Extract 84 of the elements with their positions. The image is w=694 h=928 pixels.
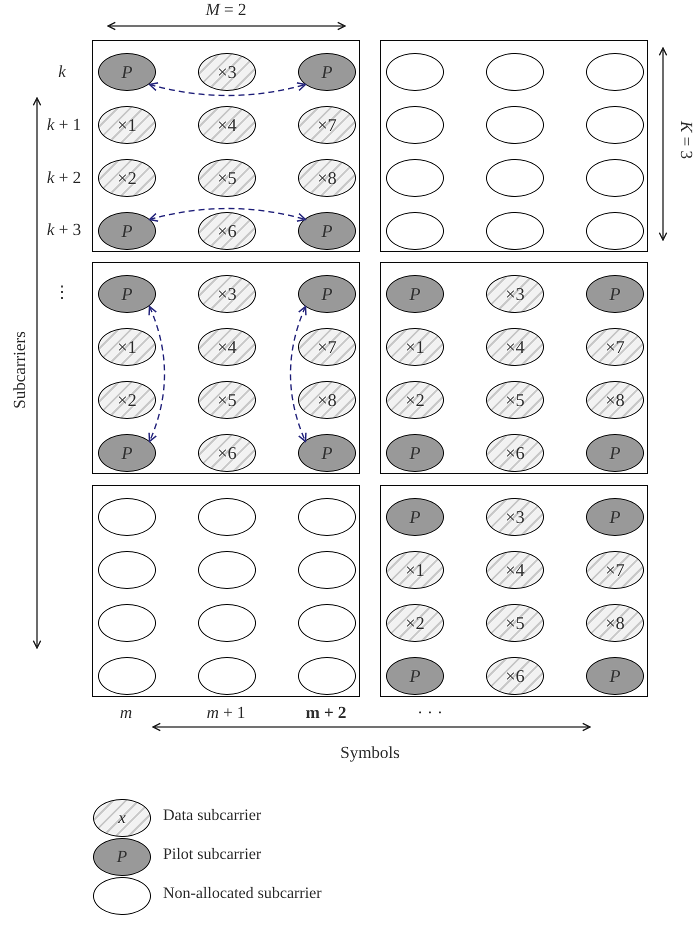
- axis-label: Symbols: [340, 743, 400, 763]
- pilot-subcarrier: P: [386, 275, 444, 313]
- pilot-subcarrier: P: [586, 657, 644, 695]
- data-subcarrier: ×6: [198, 212, 256, 250]
- data-subcarrier: ×4: [198, 106, 256, 144]
- resource-block: [92, 262, 360, 474]
- legend-symbol: P: [116, 847, 128, 867]
- row-label: k + 2: [46, 168, 82, 188]
- data-subcarrier: ×1: [98, 106, 156, 144]
- dashed-arrow: [290, 306, 307, 442]
- data-subcarrier: ×4: [198, 328, 256, 366]
- resource-block: [92, 40, 360, 252]
- empty-subcarrier: [298, 498, 356, 536]
- legend-text: Data subcarrier: [163, 807, 262, 825]
- empty-subcarrier: [586, 53, 644, 91]
- empty-subcarrier: [586, 159, 644, 197]
- pilot-subcarrier: P: [98, 212, 156, 250]
- data-subcarrier: ×8: [586, 381, 644, 419]
- row-label: k + 1: [46, 115, 82, 135]
- data-subcarrier: ×1: [386, 328, 444, 366]
- data-subcarrier: ×7: [586, 551, 644, 589]
- data-subcarrier: ×3: [486, 498, 544, 536]
- pilot-subcarrier: P: [298, 434, 356, 472]
- data-subcarrier: ×5: [486, 604, 544, 642]
- legend-text: Pilot subcarrier: [163, 846, 262, 864]
- data-subcarrier: ×2: [98, 159, 156, 197]
- resource-block: [380, 262, 648, 474]
- column-label: m + 1: [206, 703, 246, 723]
- pilot-subcarrier: P: [298, 212, 356, 250]
- ellipsis: · · ·: [417, 703, 443, 723]
- data-subcarrier: ×5: [198, 381, 256, 419]
- pilot-subcarrier: P: [586, 434, 644, 472]
- empty-subcarrier: [298, 551, 356, 589]
- axis-label: Subcarriers: [10, 331, 30, 409]
- data-subcarrier: ×7: [298, 328, 356, 366]
- row-label: k: [58, 62, 66, 82]
- dimension-label: M = 2: [206, 0, 246, 20]
- data-subcarrier: ×3: [198, 53, 256, 91]
- row-label: k + 3: [46, 220, 82, 240]
- pilot-subcarrier: P: [586, 498, 644, 536]
- dashed-arrow: [148, 306, 166, 442]
- pilot-subcarrier: P: [386, 434, 444, 472]
- dashed-arrow: [148, 82, 306, 96]
- data-subcarrier: ×1: [98, 328, 156, 366]
- data-subcarrier: ×6: [198, 434, 256, 472]
- data-subcarrier: ×5: [198, 159, 256, 197]
- data-subcarrier: ×2: [98, 381, 156, 419]
- dashed-arrow: [148, 208, 306, 222]
- data-subcarrier: ×3: [198, 275, 256, 313]
- pilot-subcarrier: P: [98, 53, 156, 91]
- data-subcarrier: ×3: [486, 275, 544, 313]
- data-subcarrier: ×5: [486, 381, 544, 419]
- resource-block: [380, 40, 648, 252]
- pilot-subcarrier: P: [386, 498, 444, 536]
- ellipsis: ⋮: [54, 282, 70, 302]
- data-subcarrier: ×7: [586, 328, 644, 366]
- column-label: m + 2: [306, 703, 346, 723]
- empty-subcarrier: [298, 604, 356, 642]
- data-subcarrier: ×4: [486, 328, 544, 366]
- pilot-subcarrier: P: [298, 53, 356, 91]
- pilot-subcarrier: P: [586, 275, 644, 313]
- pilot-subcarrier: P: [98, 434, 156, 472]
- column-label: m: [120, 703, 132, 723]
- data-subcarrier: ×8: [298, 159, 356, 197]
- pilot-subcarrier: P: [298, 275, 356, 313]
- data-subcarrier: ×1: [386, 551, 444, 589]
- data-subcarrier: ×7: [298, 106, 356, 144]
- legend-text: Non-allocated subcarrier: [163, 885, 322, 903]
- data-subcarrier: ×8: [298, 381, 356, 419]
- empty-subcarrier: [586, 106, 644, 144]
- data-subcarrier: ×6: [486, 657, 544, 695]
- data-subcarrier: ×2: [386, 381, 444, 419]
- data-subcarrier: ×4: [486, 551, 544, 589]
- resource-block: [380, 485, 648, 697]
- data-subcarrier: ×6: [486, 434, 544, 472]
- empty-subcarrier: [298, 657, 356, 695]
- pilot-subcarrier: P: [98, 275, 156, 313]
- pilot-subcarrier: P: [386, 657, 444, 695]
- empty-subcarrier: [586, 212, 644, 250]
- legend-symbol: x: [118, 808, 126, 828]
- data-subcarrier: ×2: [386, 604, 444, 642]
- data-subcarrier: ×8: [586, 604, 644, 642]
- resource-block: [92, 485, 360, 697]
- dimension-label: K = 3: [676, 121, 694, 159]
